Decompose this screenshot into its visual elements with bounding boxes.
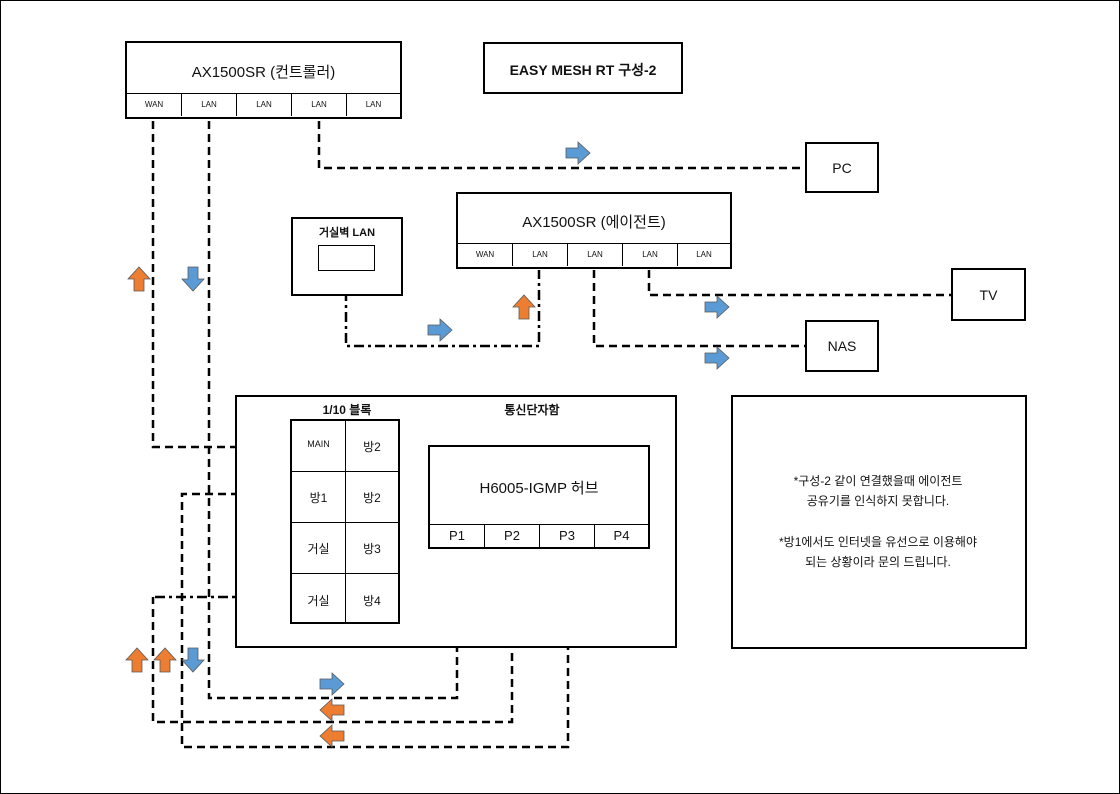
arrow-right-icon [704, 346, 730, 370]
arrow-left-icon [319, 724, 345, 748]
agent-port-lan-4: LAN [696, 250, 712, 259]
pc-label: PC [832, 160, 852, 176]
panel-cell-room2-top: 방2 [363, 440, 381, 454]
arrow-right-icon [427, 318, 453, 342]
panel-cell-living-1: 거실 [307, 542, 330, 556]
hub-port-p4: P4 [613, 528, 630, 543]
wire-wall-lan-to-agent [344, 270, 541, 348]
grid-divider [292, 471, 398, 472]
arrow-up-icon [512, 294, 536, 320]
wall-lan-outlet: 거실벽 LAN [291, 217, 403, 296]
arrow-down-icon [181, 647, 205, 673]
pc-device: PC [805, 142, 879, 193]
controller-port-wan: WAN [127, 94, 182, 116]
arrow-up-icon [125, 647, 149, 673]
tv-label: TV [979, 287, 998, 303]
arrow-right-icon [319, 672, 345, 696]
arrow-right-icon [565, 141, 591, 165]
agent-router: AX1500SR (에이전트) WAN LAN LAN LAN LAN [456, 192, 732, 269]
hub-port-p3: P3 [540, 525, 595, 547]
panel-cell-room4: 방4 [363, 594, 381, 608]
hub-port-row: P1 P2 P3 P4 [430, 524, 648, 548]
wire-agent-lan-to-nas [592, 270, 806, 348]
hub-port-p1: P1 [430, 525, 485, 547]
agent-name: AX1500SR (에이전트) [522, 214, 666, 231]
controller-router: AX1500SR (컨트롤러) WAN LAN LAN LAN LAN [125, 41, 402, 119]
hub-name: H6005-IGMP 허브 [479, 480, 599, 497]
wall-lan-jack [318, 245, 375, 271]
wall-lan-label: 거실벽 LAN [318, 227, 376, 239]
controller-port-lan-2: LAN [237, 94, 292, 116]
agent-port-lan-1: LAN [513, 244, 568, 266]
panel-cell-room2: 방2 [363, 491, 381, 505]
arrow-down-icon [181, 266, 205, 292]
panel-cell-living-2: 거실 [307, 594, 330, 608]
note-line-4: 되는 상황이라 문의 드립니다. [805, 555, 951, 569]
arrow-left-icon [319, 698, 345, 722]
block-label: 1/10 블록 [322, 403, 372, 417]
arrow-up-icon [153, 647, 177, 673]
controller-port-lan-1: LAN [182, 94, 237, 116]
note-line-2: 공유기를 인식하지 못합니다. [806, 494, 950, 508]
hub-switch: H6005-IGMP 허브 P1 P2 P3 P4 [428, 445, 650, 549]
note-box: *구성-2 같이 연결했을때 에이전트 공유기를 인식하지 못합니다. *방1에… [731, 395, 1027, 649]
grid-divider [345, 421, 346, 622]
arrow-right-icon [704, 295, 730, 319]
agent-port-lan-2: LAN [568, 244, 623, 266]
wall-panel-grid: MAIN 방2 방1 방2 거실 방3 거실 방4 [290, 419, 400, 624]
grid-divider [292, 522, 398, 523]
controller-port-lan-4: LAN [365, 100, 382, 109]
nas-device: NAS [805, 320, 879, 372]
agent-port-lan-3: LAN [623, 244, 678, 266]
hub-port-p2: P2 [485, 525, 540, 547]
controller-port-lan-3: LAN [292, 94, 347, 116]
arrow-up-icon [127, 266, 151, 292]
controller-port-row: WAN LAN LAN LAN LAN [127, 93, 400, 118]
nas-label: NAS [827, 338, 857, 354]
grid-divider [292, 573, 398, 574]
note-line-1: *구성-2 같이 연결했을때 에이전트 [793, 474, 963, 488]
panel-cell-room1: 방1 [309, 491, 328, 505]
note-line-3: *방1에서도 인터넷을 유선으로 이용해야 [779, 535, 977, 549]
diagram-title: EASY MESH RT 구성-2 [509, 62, 657, 78]
wire-p2-to-left [151, 549, 514, 724]
wire-agent-lan-to-tv [647, 270, 952, 297]
controller-name: AX1500SR (컨트롤러) [191, 64, 336, 81]
diagram-title-box: EASY MESH RT 구성-2 [483, 42, 683, 94]
tv-device: TV [951, 268, 1026, 321]
panel-cell-room3: 방3 [363, 542, 381, 556]
wire-controller-lan-to-pc [317, 121, 806, 170]
agent-port-wan: WAN [458, 244, 513, 266]
cabinet-label: 통신단자함 [504, 403, 560, 417]
wire-room1-to-p3 [180, 492, 570, 749]
agent-port-row: WAN LAN LAN LAN LAN [458, 243, 730, 268]
panel-cell-main: MAIN [307, 439, 330, 449]
